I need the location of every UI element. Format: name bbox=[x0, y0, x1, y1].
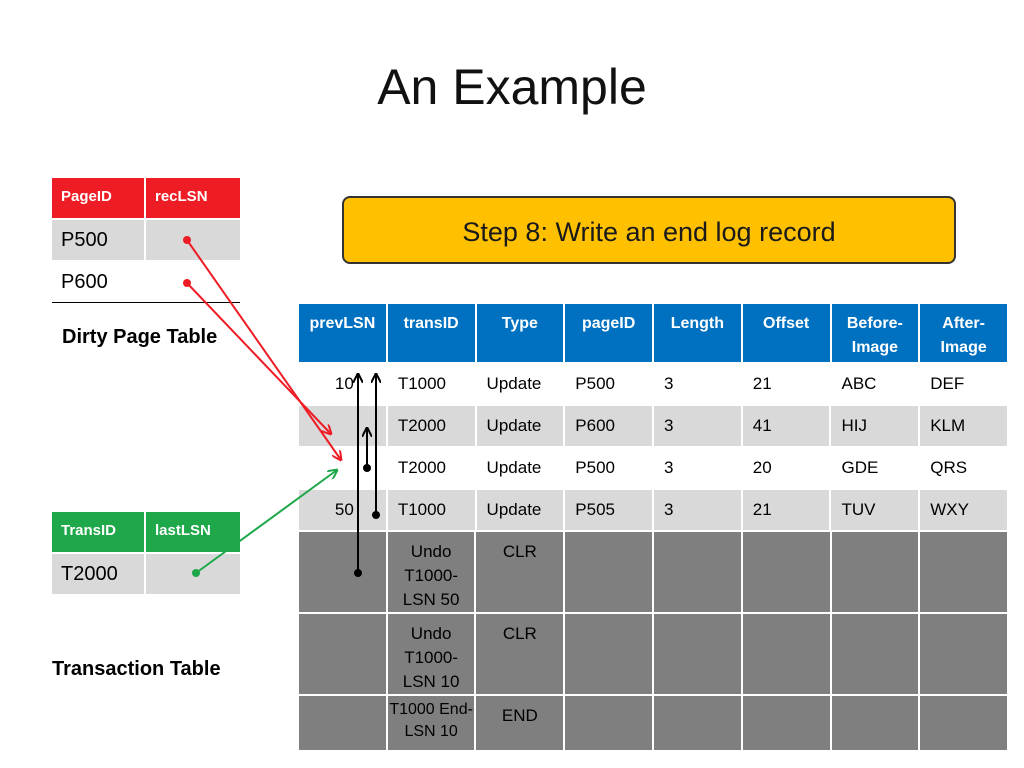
cell-pageid bbox=[565, 614, 652, 694]
header-pageid: pageID bbox=[565, 304, 652, 362]
cell-after-image bbox=[920, 532, 1008, 612]
header-type: Type bbox=[476, 304, 564, 362]
cell-offset bbox=[742, 614, 830, 694]
log-table: prevLSN transID Type pageID Length Offse… bbox=[299, 304, 1008, 750]
transaction-table-label: Transaction Table bbox=[52, 658, 221, 680]
cell-before-image bbox=[831, 696, 919, 750]
cell-before-image: HIJ bbox=[831, 406, 919, 446]
header-before-image: Before- Image bbox=[831, 304, 919, 362]
cell-prevlsn bbox=[299, 448, 386, 488]
log-table-header: prevLSN transID Type pageID Length Offse… bbox=[299, 304, 1007, 362]
cell-before-image: ABC bbox=[831, 364, 919, 404]
cell-type: CLR bbox=[476, 614, 564, 694]
cell-offset: 21 bbox=[742, 364, 830, 404]
tt-lastlsn-pointer bbox=[146, 554, 240, 594]
dirty-page-table-header: PageID recLSN bbox=[52, 178, 240, 218]
dpt-page: P500 bbox=[52, 220, 144, 260]
slide-title: An Example bbox=[377, 59, 647, 115]
cell-after-image: QRS bbox=[920, 448, 1007, 488]
log-row: T1000 End- LSN 10 END bbox=[299, 696, 1008, 750]
tt-trans: T2000 bbox=[52, 554, 144, 594]
cell-offset: 20 bbox=[742, 448, 830, 488]
cell-pageid bbox=[565, 696, 652, 750]
cell-transid: T2000 bbox=[387, 448, 475, 488]
tt-row: T2000 bbox=[52, 554, 240, 594]
cell-length bbox=[653, 696, 741, 750]
cell-length bbox=[653, 614, 741, 694]
header-length: Length bbox=[654, 304, 741, 362]
step-callout: Step 8: Write an end log record bbox=[342, 196, 956, 264]
cell-type: CLR bbox=[476, 532, 564, 612]
dpt-reclsn-pointer bbox=[146, 220, 240, 260]
cell-transid: T2000 bbox=[387, 406, 475, 446]
cell-offset: 21 bbox=[742, 490, 830, 530]
header-lastlsn: lastLSN bbox=[146, 512, 240, 552]
cell-pageid: P505 bbox=[565, 490, 653, 530]
cell-before-image: GDE bbox=[831, 448, 919, 488]
cell-prevlsn bbox=[299, 696, 386, 750]
dpt-row: P600 bbox=[52, 262, 240, 302]
dpt-divider bbox=[52, 302, 240, 303]
cell-offset bbox=[742, 532, 830, 612]
cell-type: Update bbox=[476, 364, 564, 404]
log-row: Undo T1000- LSN 10 CLR bbox=[299, 614, 1008, 694]
dpt-reclsn-pointer bbox=[146, 262, 240, 302]
header-after-image: After- Image bbox=[920, 304, 1007, 362]
cell-before-image bbox=[831, 532, 919, 612]
dirty-page-table: PageID recLSN P500 P600 bbox=[52, 178, 240, 302]
log-row: Undo T1000- LSN 50 CLR bbox=[299, 532, 1008, 612]
cell-length: 3 bbox=[654, 364, 741, 404]
header-pageid: PageID bbox=[52, 178, 144, 218]
cell-type: Update bbox=[476, 406, 564, 446]
cell-pageid: P500 bbox=[565, 448, 653, 488]
cell-offset: 41 bbox=[742, 406, 830, 446]
transaction-table: TransID lastLSN T2000 bbox=[52, 512, 240, 594]
cell-after-image bbox=[920, 614, 1008, 694]
dirty-page-table-label: Dirty Page Table bbox=[62, 326, 218, 348]
header-offset: Offset bbox=[742, 304, 830, 362]
cell-transid: T1000 bbox=[387, 364, 475, 404]
dpt-row: P500 bbox=[52, 220, 240, 260]
cell-before-image: TUV bbox=[831, 490, 919, 530]
header-transid: transID bbox=[387, 304, 475, 362]
cell-after-image: WXY bbox=[920, 490, 1007, 530]
log-row: 10 T1000 Update P500 3 21 ABC DEF bbox=[299, 364, 1007, 404]
log-row: T2000 Update P600 3 41 HIJ KLM bbox=[299, 406, 1007, 446]
log-row: T2000 Update P500 3 20 GDE QRS bbox=[299, 448, 1007, 488]
cell-after-image bbox=[920, 696, 1008, 750]
cell-transid: T1000 bbox=[387, 490, 475, 530]
cell-length: 3 bbox=[654, 490, 741, 530]
cell-before-image bbox=[831, 614, 919, 694]
cell-prevlsn: 10 bbox=[299, 364, 386, 404]
cell-length: 3 bbox=[654, 448, 741, 488]
cell-length: 3 bbox=[654, 406, 741, 446]
log-row: 50 T1000 Update P505 3 21 TUV WXY bbox=[299, 490, 1007, 530]
cell-prevlsn bbox=[299, 406, 386, 446]
cell-prevlsn: 50 bbox=[299, 490, 386, 530]
header-transid: TransID bbox=[52, 512, 144, 552]
dpt-page: P600 bbox=[61, 271, 108, 293]
cell-transid: Undo T1000- LSN 50 bbox=[387, 532, 475, 612]
cell-prevlsn bbox=[299, 614, 386, 694]
cell-offset bbox=[742, 696, 830, 750]
cell-type: Update bbox=[476, 490, 564, 530]
cell-pageid: P500 bbox=[565, 364, 653, 404]
header-prevlsn: prevLSN bbox=[299, 304, 386, 362]
header-reclsn: recLSN bbox=[146, 178, 240, 218]
cell-after-image: KLM bbox=[920, 406, 1007, 446]
cell-pageid bbox=[565, 532, 652, 612]
transaction-table-header: TransID lastLSN bbox=[52, 512, 240, 552]
cell-transid: T1000 End- LSN 10 bbox=[387, 696, 475, 750]
cell-pageid: P600 bbox=[565, 406, 653, 446]
cell-type: END bbox=[476, 696, 564, 750]
cell-prevlsn bbox=[299, 532, 386, 612]
cell-type: Update bbox=[476, 448, 564, 488]
cell-after-image: DEF bbox=[920, 364, 1007, 404]
cell-length bbox=[653, 532, 741, 612]
cell-transid: Undo T1000- LSN 10 bbox=[387, 614, 475, 694]
